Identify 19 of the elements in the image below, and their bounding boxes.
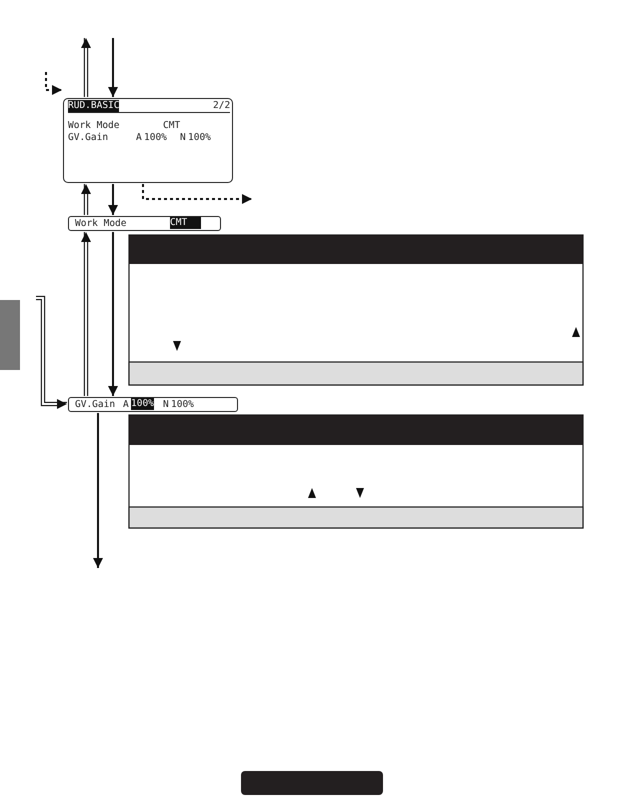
lcd-text: 100% xyxy=(131,398,154,410)
lcd-text: CMT xyxy=(170,217,202,229)
lcd-field xyxy=(68,216,221,231)
lcd-text: A xyxy=(136,132,142,144)
lcd-text: GV.Gain xyxy=(68,132,108,144)
lcd-text: Work Mode xyxy=(68,120,120,132)
lcd-text: A xyxy=(123,399,129,411)
lcd-text: 100% xyxy=(144,132,167,144)
lcd-text: Work Mode xyxy=(75,218,126,230)
lcd-text: N xyxy=(180,132,186,144)
lcd-text: 2/2 xyxy=(213,100,230,112)
lcd-text: 100% xyxy=(188,132,211,144)
lcd-text: RUD.BASIC xyxy=(68,100,120,112)
lcd-text: CMT xyxy=(163,120,180,132)
lcd-field xyxy=(68,397,238,412)
lcd-text: GV.Gain xyxy=(75,399,116,411)
lcd-text: N xyxy=(163,399,169,411)
lcd-text: 100% xyxy=(171,399,194,411)
lcd-screen xyxy=(63,98,233,183)
